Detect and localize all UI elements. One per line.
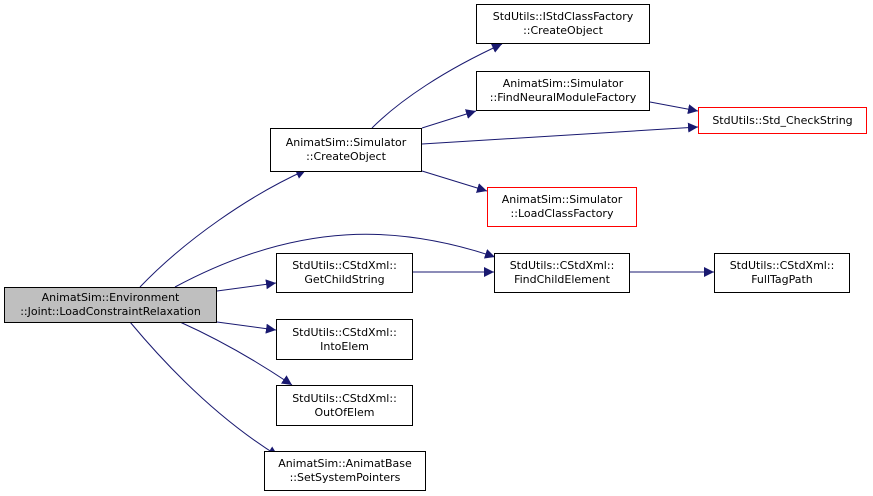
node-label-line-2: ::CreateObject bbox=[523, 24, 603, 37]
node-cstdxml-find-child-element[interactable]: StdUtils::CStdXml:: FindChildElement bbox=[494, 253, 630, 293]
node-simulator-load-class-factory[interactable]: AnimatSim::Simulator ::LoadClassFactory bbox=[487, 187, 637, 227]
node-cstdxml-full-tag-path[interactable]: StdUtils::CStdXml:: FullTagPath bbox=[714, 253, 850, 293]
node-label-line-1: StdUtils::Std_CheckString bbox=[712, 113, 853, 127]
node-istdclassfactory-create-object[interactable]: StdUtils::IStdClassFactory ::CreateObjec… bbox=[476, 4, 650, 44]
node-label-line-1: StdUtils::CStdXml:: bbox=[729, 259, 835, 272]
edge-root-to-into-elem bbox=[216, 321, 277, 334]
edge-find-neural-module-factory-to-std-check-string bbox=[649, 101, 699, 115]
node-cstdxml-into-elem[interactable]: StdUtils::CStdXml:: IntoElem bbox=[276, 319, 413, 360]
node-label-line-1: StdUtils::CStdXml:: bbox=[509, 259, 615, 272]
node-cstdxml-get-child-string[interactable]: StdUtils::CStdXml:: GetChildString bbox=[276, 253, 413, 293]
edge-root-to-find-child-element bbox=[174, 233, 496, 288]
node-cstdxml-out-of-elem[interactable]: StdUtils::CStdXml:: OutOfElem bbox=[276, 385, 413, 426]
edge-root-to-get-child-string bbox=[216, 279, 277, 292]
node-label-line-1: AnimatSim::AnimatBase bbox=[278, 457, 412, 470]
node-label-line-1: StdUtils::CStdXml:: bbox=[292, 391, 397, 405]
node-label-line-2: ::FindNeuralModuleFactory bbox=[489, 91, 637, 104]
edge-root-to-out-of-elem bbox=[179, 321, 293, 386]
node-label-line-2: IntoElem bbox=[320, 339, 369, 353]
edge-create-object-to-load-class-factory bbox=[421, 170, 488, 193]
node-label-line-1: AnimatSim::Simulator bbox=[285, 136, 407, 149]
node-label-line-2: ::LoadClassFactory bbox=[510, 207, 614, 220]
node-label-line-1: StdUtils::CStdXml:: bbox=[292, 259, 397, 272]
node-label-line-2: ::SetSystemPointers bbox=[289, 471, 401, 484]
node-simulator-create-object[interactable]: AnimatSim::Simulator ::CreateObject bbox=[270, 128, 422, 172]
node-label-line-2: ::Joint::LoadConstraintRelaxation bbox=[20, 305, 201, 318]
node-label-line-2: FindChildElement bbox=[514, 273, 610, 286]
edge-create-object-to-std-check-string bbox=[421, 122, 699, 145]
node-environment-joint-load-constraint-relaxation: AnimatSim::Environment ::Joint::LoadCons… bbox=[4, 287, 217, 323]
node-label-line-1: StdUtils::IStdClassFactory bbox=[492, 10, 634, 23]
node-label-line-1: AnimatSim::Simulator bbox=[501, 193, 623, 206]
node-label-line-1: StdUtils::CStdXml:: bbox=[292, 325, 397, 339]
node-label-line-2: ::CreateObject bbox=[306, 150, 386, 163]
node-label-line-2: OutOfElem bbox=[314, 405, 375, 419]
edge-root-to-create-object bbox=[139, 169, 307, 288]
node-std-check-string[interactable]: StdUtils::Std_CheckString bbox=[698, 107, 867, 134]
edge-create-object-to-istd-create-object bbox=[371, 43, 503, 129]
edge-create-object-to-find-neural-module-factory bbox=[421, 109, 477, 129]
node-label-line-1: AnimatSim::Simulator bbox=[502, 77, 624, 90]
node-label-line-1: AnimatSim::Environment bbox=[41, 291, 180, 304]
node-simulator-find-neural-module-factory[interactable]: AnimatSim::Simulator ::FindNeuralModuleF… bbox=[476, 71, 650, 111]
node-animatbase-set-system-pointers[interactable]: AnimatSim::AnimatBase ::SetSystemPointer… bbox=[264, 451, 426, 491]
node-label-line-2: GetChildString bbox=[304, 273, 385, 286]
edge-root-to-set-system-pointers bbox=[129, 321, 279, 457]
node-label-line-2: FullTagPath bbox=[751, 273, 813, 286]
